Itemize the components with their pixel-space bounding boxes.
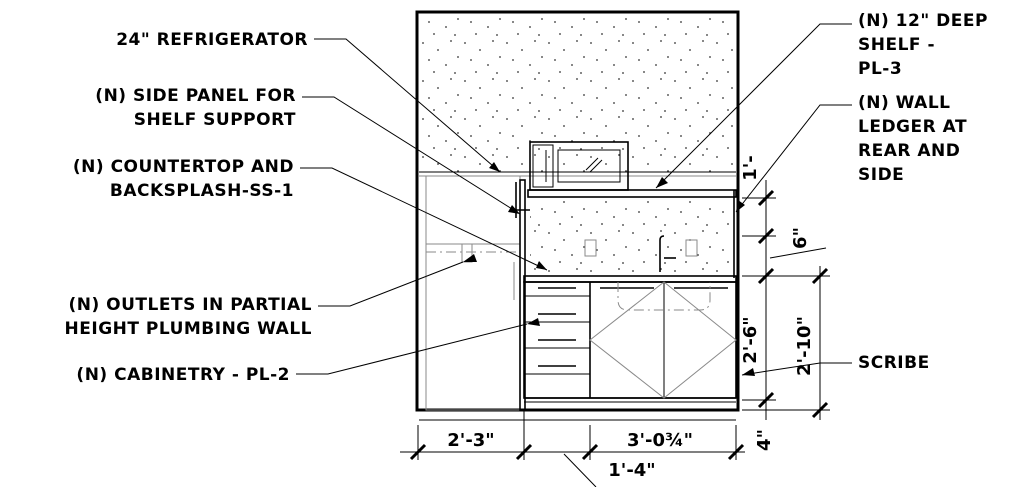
label-ledger-line4: SIDE [858, 165, 904, 185]
dim-fridge-width: 2'-3" [447, 430, 494, 451]
label-countertop-line2: BACKSPLASH-SS-1 [110, 181, 294, 201]
dim-cabinet-width: 3'-0¾" [627, 430, 693, 451]
label-outlets-line1: (N) OUTLETS IN PARTIAL [68, 295, 312, 315]
dim-counter-height: 2'-6" [740, 316, 761, 363]
dim-backsplash-height: 6" [790, 227, 811, 249]
side-panel [512, 179, 530, 411]
backsplash-outlets [584, 235, 698, 272]
dimension-ticks [409, 189, 829, 461]
label-shelf-line3: PL-3 [858, 59, 902, 79]
label-scribe: SCRIBE [858, 353, 930, 373]
label-countertop-line1: (N) COUNTERTOP AND [73, 157, 294, 177]
dim-toe-kick: 4" [754, 429, 775, 451]
dim-shelf-top: 1'- [740, 155, 761, 181]
label-ledger-line1: (N) WALL [858, 93, 951, 113]
countertop [523, 275, 737, 283]
room-outline [415, 10, 740, 421]
label-side-panel-line2: SHELF SUPPORT [134, 110, 296, 130]
leader-lines [296, 23, 852, 487]
label-refrigerator: 24" REFRIGERATOR [116, 30, 308, 50]
dimension-lines [400, 180, 830, 460]
label-ledger-line3: REAR AND [858, 141, 960, 161]
leader-arrowheads [463, 162, 755, 376]
shelf [527, 189, 737, 278]
label-cabinetry: (N) CABINETRY - PL-2 [76, 365, 290, 385]
refrigerator-elevation [425, 175, 521, 411]
label-shelf-line1: (N) 12" DEEP [858, 11, 988, 31]
label-ledger-line2: LEDGER AT [858, 117, 967, 137]
label-shelf-line2: SHELF - [858, 35, 935, 55]
cabinetry [523, 281, 737, 403]
label-side-panel-line1: (N) SIDE PANEL FOR [95, 86, 296, 106]
dim-overall-height: 2'-10" [794, 316, 815, 376]
dim-gap-width: 1'-4" [608, 460, 655, 481]
label-outlets-line2: HEIGHT PLUMBING WALL [65, 319, 312, 339]
